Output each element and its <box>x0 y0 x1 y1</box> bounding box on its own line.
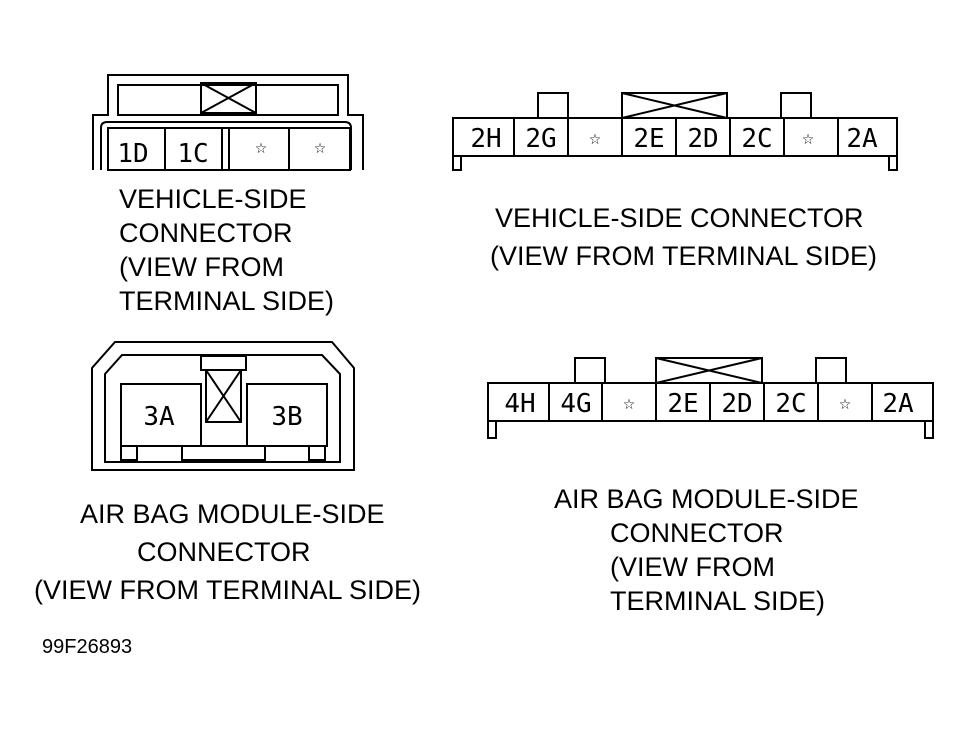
tr-pin-2: 2G <box>525 124 556 154</box>
caption-line: CONNECTOR <box>610 518 784 548</box>
tr-pin-5: 2D <box>687 124 718 154</box>
caption-line: (VIEW FROM TERMINAL SIDE) <box>34 575 422 605</box>
figure-code: 99F26893 <box>42 636 133 658</box>
caption-line: (VIEW FROM <box>119 252 284 282</box>
caption-line: (VIEW FROM TERMINAL SIDE) <box>490 241 878 271</box>
caption-line: VEHICLE-SIDE <box>119 184 307 214</box>
top-right-caption: VEHICLE-SIDE CONNECTOR (VIEW FROM TERMIN… <box>490 199 877 275</box>
tl-pin-3: ☆ <box>255 140 268 156</box>
top-right-connector-body <box>452 92 898 171</box>
br-pin-1: 4H <box>504 389 535 419</box>
br-pin-4: 2E <box>667 389 698 419</box>
br-pin-7: ☆ <box>839 396 852 412</box>
br-pin-2: 4G <box>560 389 591 419</box>
tr-pin-1: 2H <box>470 124 501 154</box>
bottom-left-connector-body <box>91 341 355 471</box>
caption-line: AIR BAG MODULE-SIDE <box>80 499 385 529</box>
tr-pin-3: ☆ <box>589 131 602 147</box>
tr-pin-4: 2E <box>633 124 664 154</box>
bl-pin-1: 3A <box>143 402 175 432</box>
caption-line: CONNECTOR <box>137 537 311 567</box>
tr-pin-6: 2C <box>741 124 772 154</box>
tl-pin-4: ☆ <box>314 140 327 156</box>
br-pin-8: 2A <box>882 389 914 419</box>
bl-pin-2: 3B <box>271 402 302 432</box>
bottom-left-caption: AIR BAG MODULE-SIDE CONNECTOR (VIEW FROM… <box>34 495 421 609</box>
tr-pin-8: 2A <box>846 124 878 154</box>
top-left-caption: VEHICLE-SIDE CONNECTOR (VIEW FROM TERMIN… <box>119 182 334 318</box>
tl-pin-2: 1C <box>177 139 208 169</box>
tr-pin-7: ☆ <box>802 131 815 147</box>
caption-line: TERMINAL SIDE) <box>610 586 826 616</box>
br-pin-5: 2D <box>721 389 752 419</box>
bottom-right-connector-body <box>487 357 934 439</box>
tl-pin-1: 1D <box>117 139 148 169</box>
caption-line: CONNECTOR <box>119 218 293 248</box>
caption-line: (VIEW FROM <box>610 552 775 582</box>
caption-line: AIR BAG MODULE-SIDE <box>554 484 859 514</box>
caption-line: TERMINAL SIDE) <box>119 286 335 316</box>
bottom-right-caption: AIR BAG MODULE-SIDE CONNECTOR (VIEW FROM… <box>554 482 859 618</box>
top-left-connector-body <box>92 74 364 171</box>
br-pin-3: ☆ <box>623 396 636 412</box>
caption-line: VEHICLE-SIDE CONNECTOR <box>495 203 864 233</box>
br-pin-6: 2C <box>775 389 806 419</box>
